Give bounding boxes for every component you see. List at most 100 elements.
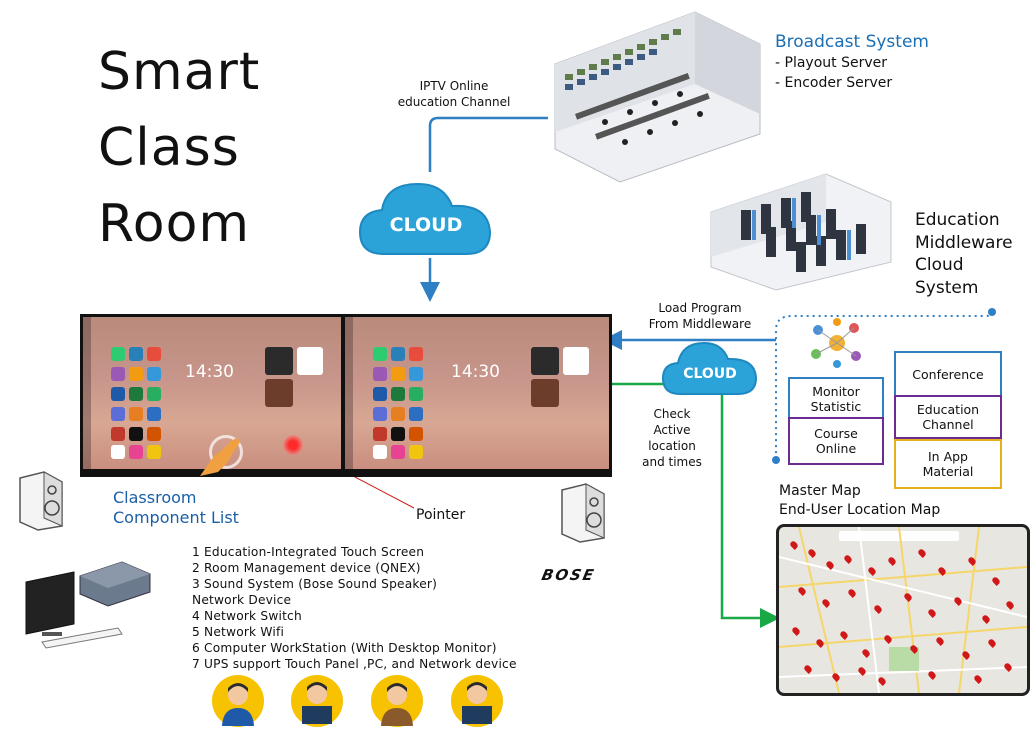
list-item: 3 Sound System (Bose Sound Speaker)	[192, 577, 438, 591]
app-tile	[373, 387, 387, 401]
student-icon-3	[371, 675, 423, 727]
app-tile	[111, 407, 125, 421]
check-line-2: Active	[653, 423, 691, 437]
app-tile	[147, 367, 161, 381]
iptv-line-1: IPTV Online	[419, 79, 489, 93]
app-tile	[373, 407, 387, 421]
app-tile	[129, 367, 143, 381]
education-channel-line-2: Channel	[922, 417, 974, 432]
master-map-title: Master Map End-User Location Map	[779, 482, 940, 520]
iptv-line	[428, 116, 548, 172]
iptv-line-2: education Channel	[397, 95, 511, 109]
app-tile	[129, 387, 143, 401]
student-icon-4	[451, 675, 503, 727]
middleware-line-1: Education	[915, 210, 1000, 230]
load-program-line-2: From Middleware	[648, 317, 752, 331]
app-tile	[129, 347, 143, 361]
cloud-top: CLOUD	[356, 172, 496, 262]
server-room-illustration	[710, 173, 892, 291]
component-title-line-1: Classroom	[113, 488, 197, 507]
screen-sidebar	[83, 317, 91, 469]
course-line-2: Online	[815, 441, 857, 456]
monitor-line-1: Monitor	[812, 384, 860, 399]
component-list: 1 Education-Integrated Touch Screen 2 Ro…	[192, 544, 517, 672]
workstation-icon	[25, 561, 151, 649]
list-item: Network Device	[192, 593, 292, 607]
list-item: 4 Network Switch	[192, 609, 302, 623]
master-map-line-1: Master Map	[779, 483, 861, 499]
screen-clock: 14:30	[185, 362, 234, 382]
broadcast-item: - Encoder Server	[775, 75, 893, 91]
location-map[interactable]	[776, 524, 1030, 696]
in-app-line-1: In App	[927, 449, 968, 464]
note-widget	[563, 347, 589, 375]
pointer-dot-icon	[283, 435, 303, 455]
broadcast-title: Broadcast System	[775, 32, 929, 52]
map-search-bar[interactable]	[839, 531, 959, 541]
app-tile	[111, 427, 125, 441]
map-arrow	[720, 394, 780, 628]
note-widget	[297, 347, 323, 375]
cloud-middle: CLOUD	[660, 336, 760, 398]
iptv-label: IPTV Online education Channel	[394, 78, 514, 110]
component-title-line-2: Component List	[113, 508, 239, 527]
education-channel-line-1: Education	[916, 402, 980, 417]
people-network-icon	[811, 318, 861, 368]
app-tile	[147, 347, 161, 361]
app-tile	[129, 445, 143, 459]
app-tile	[409, 407, 423, 421]
app-tile	[391, 367, 405, 381]
monitor-line-2: Statistic	[810, 399, 862, 414]
app-tile	[373, 347, 387, 361]
pointer-label: Pointer	[416, 507, 466, 523]
app-tile	[391, 407, 405, 421]
cloud-middle-label: CLOUD	[683, 366, 737, 382]
list-item: 5 Network Wifi	[192, 625, 285, 639]
list-item: 1 Education-Integrated Touch Screen	[192, 545, 425, 559]
app-tile	[391, 387, 405, 401]
app-tile	[111, 347, 125, 361]
app-tile	[147, 445, 161, 459]
in-app-material-box: In App Material	[894, 439, 1002, 489]
app-tile	[373, 445, 387, 459]
middleware-title: Education Middleware Cloud System	[915, 209, 1013, 299]
middleware-line-3: Cloud	[915, 255, 964, 275]
course-line-1: Course	[814, 426, 858, 441]
broadcast-room-illustration	[554, 11, 761, 183]
conference-box: Conference	[894, 351, 1002, 397]
student-icon-1	[212, 675, 264, 727]
map-roads	[779, 527, 1027, 693]
app-tile	[147, 387, 161, 401]
middleware-line-2: Middleware	[915, 232, 1013, 253]
clock-widget	[531, 347, 559, 375]
photo-widget	[265, 379, 293, 407]
hand-icon	[200, 438, 240, 476]
photo-widget	[531, 379, 559, 407]
title-line-2: Class	[98, 118, 240, 178]
app-tile	[373, 427, 387, 441]
speaker-right-icon	[561, 483, 605, 543]
check-label: Check Active location and times	[632, 406, 712, 470]
app-tile	[147, 407, 161, 421]
cloud-icon	[661, 341, 758, 395]
app-tile	[391, 427, 405, 441]
app-tile	[409, 427, 423, 441]
in-app-line-2: Material	[922, 464, 974, 479]
check-line-3: location	[648, 439, 696, 453]
clock-widget	[265, 347, 293, 375]
touch-circle-icon	[209, 435, 243, 469]
screen-clock: 14:30	[451, 362, 500, 382]
list-item: 7 UPS support Touch Panel ,PC, and Netwo…	[192, 657, 517, 671]
broadcast-system: Broadcast System - Playout Server - Enco…	[775, 32, 929, 93]
monitor-statistic-box: Monitor Statistic	[788, 377, 884, 421]
list-item: 6 Computer WorkStation (With Desktop Mon…	[192, 641, 497, 655]
screen-sidebar	[345, 317, 353, 469]
app-tile	[373, 367, 387, 381]
cloud-icon	[358, 182, 492, 255]
middleware-line-4: System	[915, 277, 979, 298]
app-tile	[129, 407, 143, 421]
app-tile	[129, 427, 143, 441]
speaker-left-icon	[19, 471, 63, 531]
touch-screen-right: 14:30	[342, 314, 612, 477]
component-list-title: Classroom Component List	[113, 488, 239, 528]
